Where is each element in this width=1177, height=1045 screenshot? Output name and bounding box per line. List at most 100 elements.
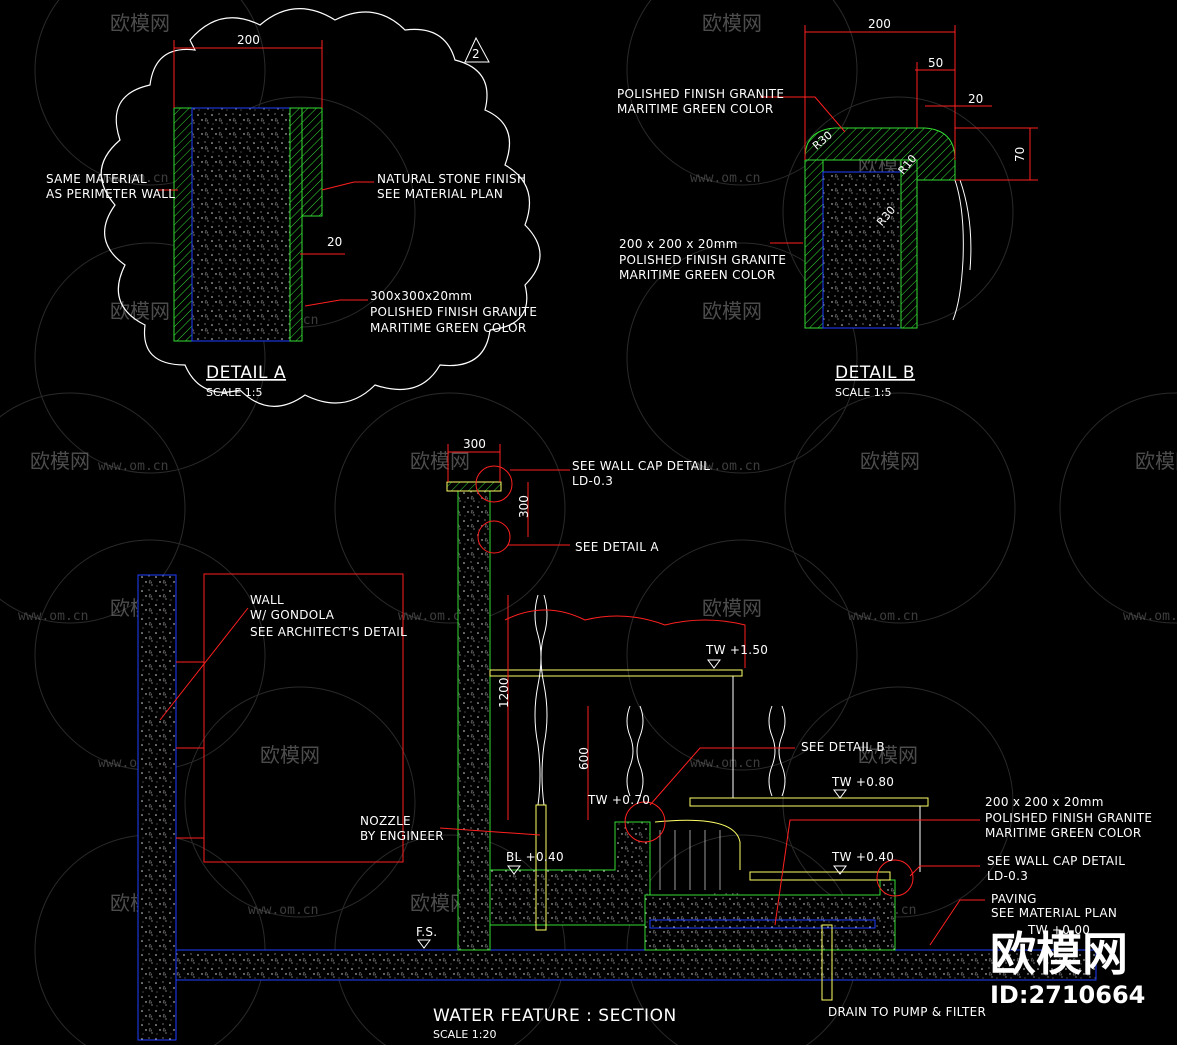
note-paving: PAVING SEE MATERIAL PLAN <box>991 892 1117 920</box>
revision-cloud <box>100 8 541 407</box>
note-see-detail-b: SEE DETAIL B <box>801 740 885 754</box>
detail-b-finish-right <box>900 159 918 329</box>
watermark-url: www.om.cn <box>98 459 168 474</box>
watermark-ring <box>334 392 566 624</box>
watermark-brand-block: 欧模网 ID:2710664 <box>990 927 1145 1009</box>
detail-a-stone <box>301 107 323 217</box>
feature-wall <box>457 487 491 951</box>
callout-circle-detail-a <box>477 520 511 554</box>
detail-b-note-coping: POLISHED FINISH GRANITE MARITIME GREEN C… <box>617 87 788 116</box>
level-tw-070: TW +0.70 <box>587 793 650 807</box>
watermark-brand: 欧模网 <box>110 11 170 35</box>
detail-a-note-stone: NATURAL STONE FINISH SEE MATERIAL PLAN <box>377 172 530 201</box>
section-dim-1200: 1200 <box>497 677 511 708</box>
detail-a: 2 200 20 SAME MATERIAL AS PERIMETER WALL… <box>46 8 541 407</box>
callout-tag: 2 <box>472 47 480 61</box>
watermark-brand: 欧模网 <box>1135 449 1177 473</box>
detail-a-finish-right <box>289 107 303 342</box>
detail-a-note-granite: 300x300x20mm POLISHED FINISH GRANITE MAR… <box>370 289 541 335</box>
lower-basin <box>644 879 896 951</box>
drain-pipe <box>821 924 833 1001</box>
detail-a-finish-left <box>173 107 193 342</box>
detail-a-title: DETAIL A <box>206 363 286 383</box>
watermark-brand: 欧模网 <box>702 11 762 35</box>
tier-middle <box>689 797 929 807</box>
section-scale: SCALE 1:20 <box>433 1028 496 1041</box>
water-jet-right <box>768 705 776 797</box>
detail-b-coping <box>804 127 956 181</box>
detail-b-dim-20: 20 <box>968 92 983 106</box>
level-tw-150: TW +1.50 <box>705 643 768 657</box>
water-jet-mid <box>626 705 634 797</box>
level-bl-040: BL +0.40 <box>506 850 564 864</box>
watermark-ring <box>0 392 186 624</box>
section-dim-300: 300 <box>517 495 531 518</box>
detail-b-scale: SCALE 1:5 <box>835 386 891 399</box>
detail-b-water-sheet <box>952 179 964 321</box>
callout-circle-wall-cap-2 <box>876 859 914 897</box>
watermark-url: www.om.cn <box>690 171 760 186</box>
note-nozzle: NOZZLE BY ENGINEER <box>360 814 444 843</box>
watermark-ring <box>626 539 858 771</box>
detail-a-note-same-material: SAME MATERIAL AS PERIMETER WALL <box>46 172 175 201</box>
callout-triangle: 2 <box>464 36 490 63</box>
detail-b-title: DETAIL B <box>835 363 915 383</box>
watermark-url: www.om.cn <box>848 609 918 624</box>
watermark-ring <box>782 686 1014 918</box>
upper-pool <box>489 821 651 926</box>
tier-top <box>489 669 743 677</box>
section-title: WATER FEATURE : SECTION <box>433 1006 677 1026</box>
level-fs: F.S. <box>416 925 437 939</box>
slab <box>175 949 1097 981</box>
watermark-brand: 欧模网 <box>30 449 90 473</box>
watermark-url: www.om.cn <box>690 459 760 474</box>
water-feature-section: 300 300 1200 600 SEE WALL CAP DETAIL LD-… <box>137 437 1156 1041</box>
section-dim-600: 600 <box>577 747 591 770</box>
level-tw-040: TW +0.40 <box>831 850 894 864</box>
watermark-ring <box>34 0 266 186</box>
nozzle-pipe <box>535 804 547 931</box>
detail-a-dim-side: 20 <box>327 235 342 249</box>
watermark-brand: 欧模网 <box>702 299 762 323</box>
callout-circle-wall-cap <box>475 465 513 503</box>
callout-circle-detail-b <box>624 801 666 843</box>
watermark-url: www.om.cn <box>98 171 168 186</box>
watermark-brand: 欧模网 <box>260 743 320 767</box>
water-surface-top <box>504 609 746 668</box>
watermark-ring <box>626 242 858 474</box>
cascade <box>654 819 741 870</box>
detail-a-scale: SCALE 1:5 <box>206 386 262 399</box>
watermark-brand: 欧模网 <box>858 743 918 767</box>
detail-b: 200 50 20 70 R30 R30 R10 POLISHED FINISH… <box>617 17 1038 399</box>
watermark-big-brand: 欧模网 <box>990 927 1128 981</box>
watermark-ring <box>1059 392 1177 624</box>
watermark-brand: 欧模网 <box>702 596 762 620</box>
level-tw-080: TW +0.80 <box>831 775 894 789</box>
watermark-ring <box>626 0 858 186</box>
watermark-ring <box>784 392 1016 624</box>
watermark-id: ID:2710664 <box>990 981 1145 1009</box>
note-wall-cap-2: SEE WALL CAP DETAIL LD-0.3 <box>987 854 1129 883</box>
detail-b-note-granite: 200 x 200 x 20mm POLISHED FINISH GRANITE… <box>619 237 790 282</box>
wall-cap <box>446 481 502 492</box>
watermark-brand: 欧模网 <box>110 299 170 323</box>
pool-liner <box>649 919 876 929</box>
detail-a-core <box>191 107 291 342</box>
detail-b-core <box>822 171 902 329</box>
level-tw-000: TW +0.00 <box>1027 923 1090 937</box>
perimeter-wall <box>137 574 177 1041</box>
tier-low <box>749 871 891 881</box>
gondola-wall-outline <box>203 573 404 863</box>
note-drain: DRAIN TO PUMP & FILTER <box>828 1005 986 1019</box>
water-jet-tall <box>534 594 542 806</box>
watermark-ring <box>34 242 266 474</box>
watermark-url: www.om.cn <box>248 903 318 918</box>
detail-a-dim-top: 200 <box>237 33 260 47</box>
note-granite: 200 x 200 x 20mm POLISHED FINISH GRANITE… <box>985 795 1156 840</box>
note-wall-gondola: WALL W/ GONDOLA SEE ARCHITECT'S DETAIL <box>250 593 407 639</box>
watermark-url: www.om.cn <box>1123 609 1177 624</box>
detail-b-dim-70: 70 <box>1013 147 1027 162</box>
watermark-brand: 欧模网 <box>860 449 920 473</box>
watermark-url: www.om.cn <box>690 756 760 771</box>
